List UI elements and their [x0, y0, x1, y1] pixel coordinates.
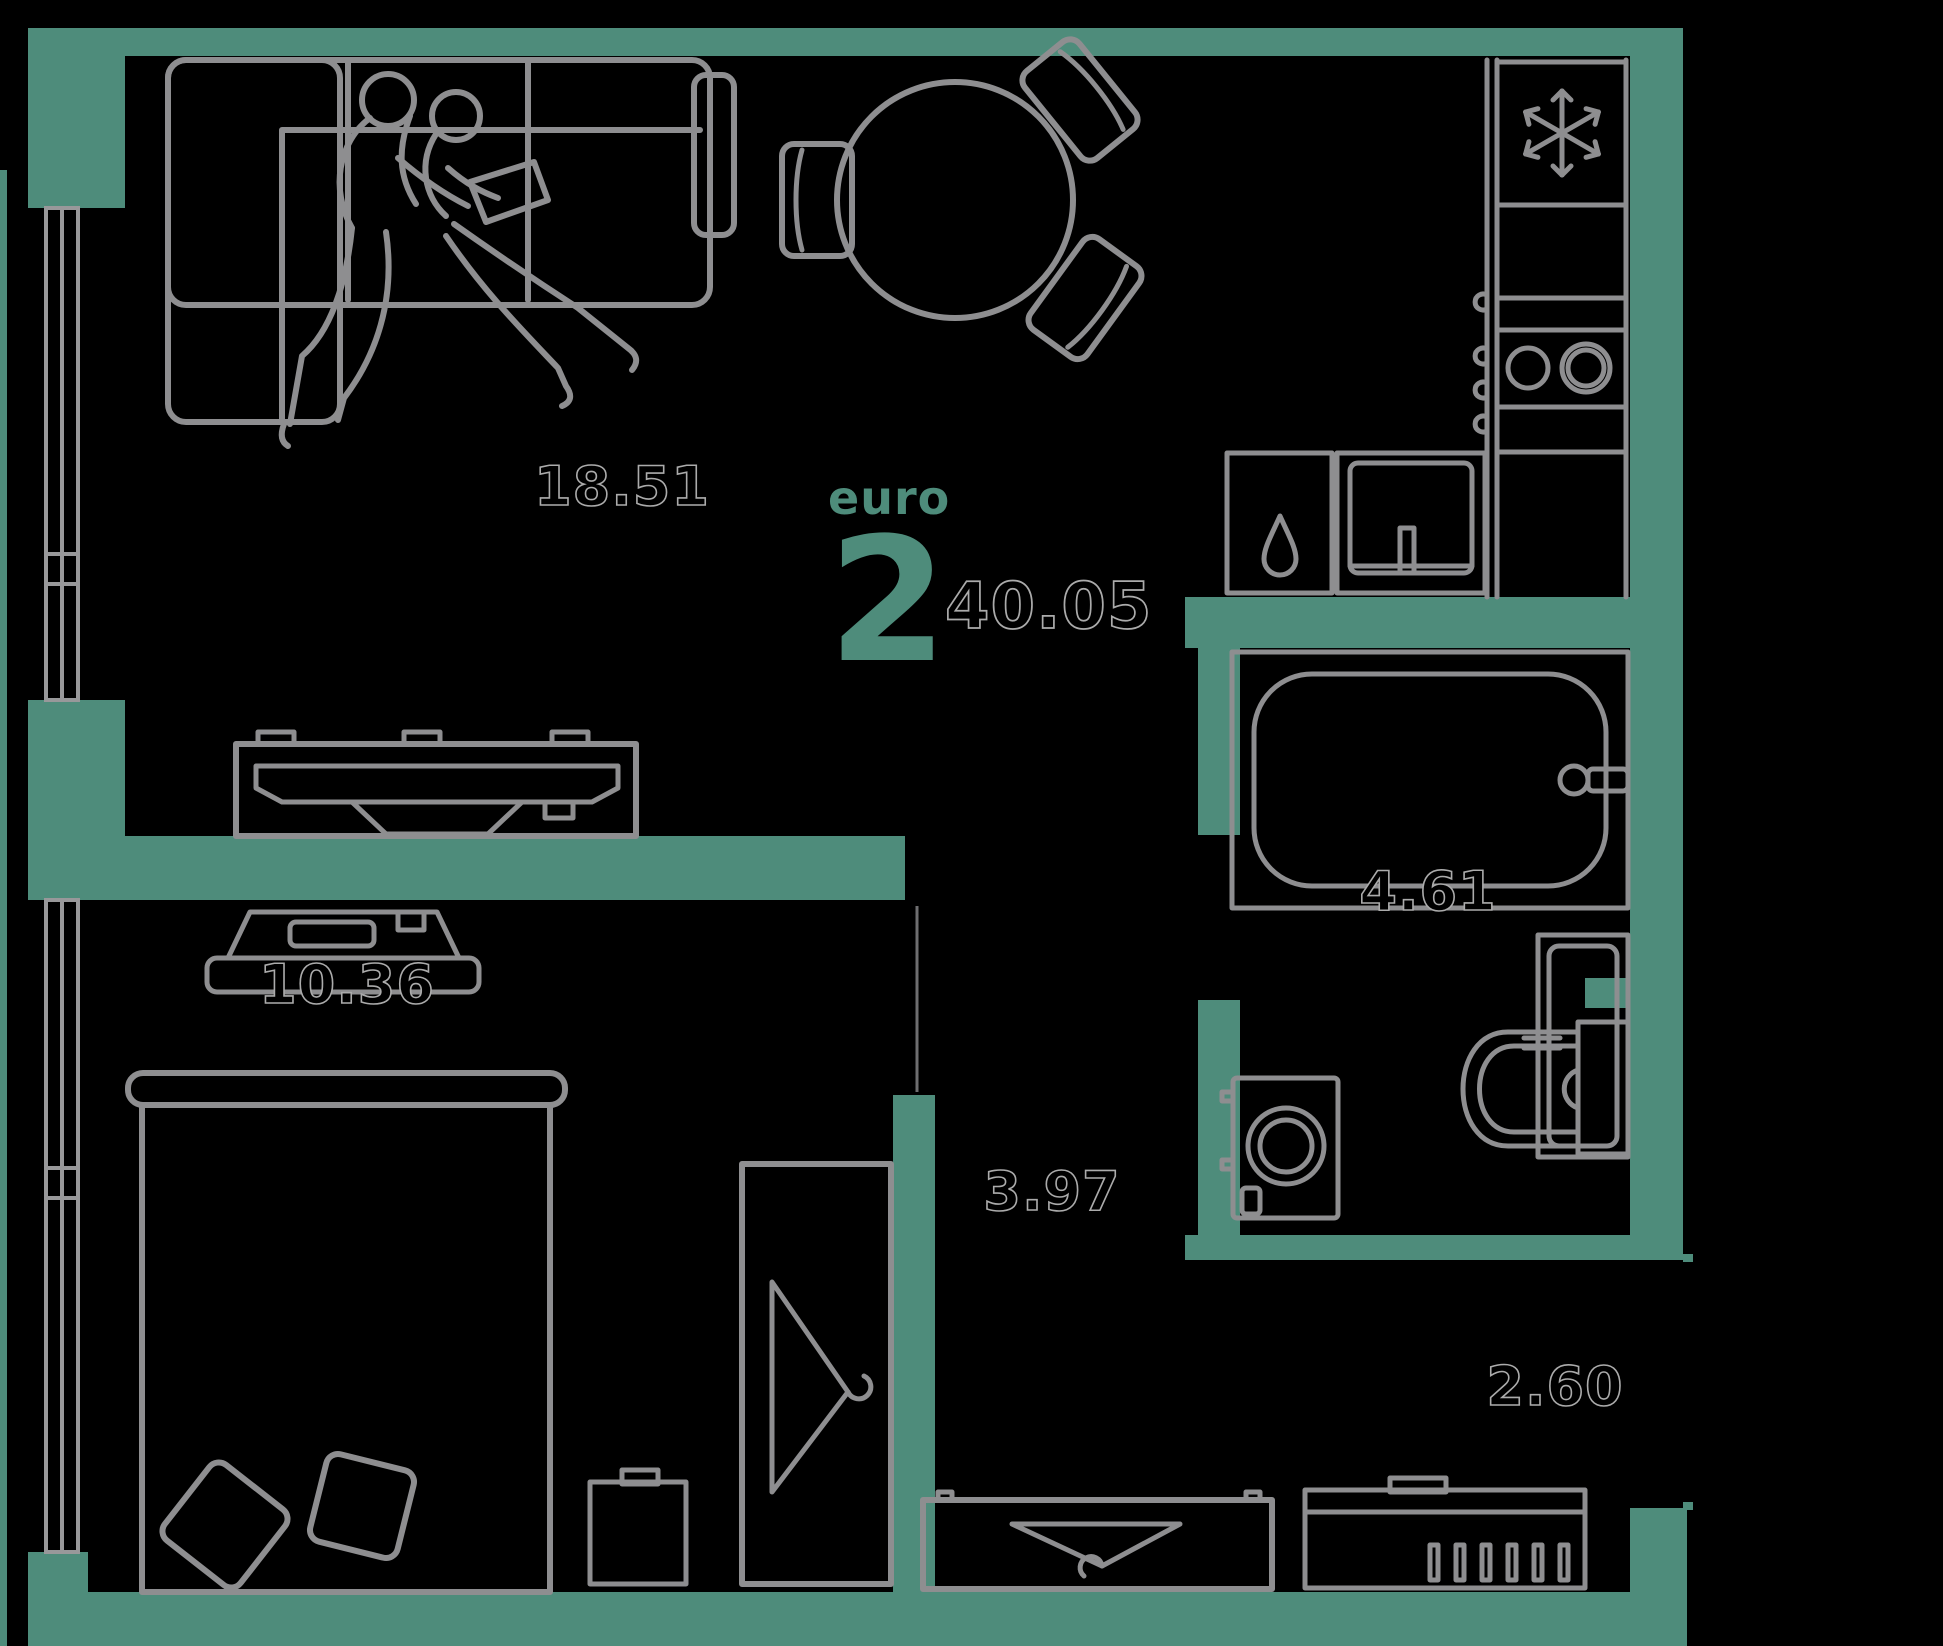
dining-chair-icon: [779, 141, 855, 259]
bathroom-inner-stub-wall: [1585, 978, 1628, 1008]
left-wall-mid-block: [28, 700, 125, 900]
wardrobe-hanger-icon: [739, 1161, 894, 1587]
dining-chair-icon: [1025, 233, 1145, 363]
cabinet-hinge-bumps: [1472, 291, 1490, 435]
shoe-bench-icon: [1302, 1475, 1588, 1591]
kitchen-bathroom-divider-wall: [1185, 597, 1683, 648]
dishwasher-drop-icon: [1261, 513, 1299, 578]
toilet-icon: [1460, 1019, 1631, 1157]
bottom-wall: [28, 1592, 1683, 1646]
bathtub-faucet: [1585, 766, 1631, 794]
bedroom-hall-divider-wall: [893, 1095, 935, 1592]
labels: 18.51 10.36 4.61 3.97 2.60 euro 2 40.05: [258, 454, 1623, 1419]
kitchen: [1224, 57, 1629, 600]
entry-area-label: 2.60: [1486, 1355, 1623, 1418]
bathroom-bottom-wall: [1185, 1235, 1683, 1260]
people-reading-icon: [278, 71, 640, 449]
unit-rooms-count: 2: [828, 500, 948, 701]
pillow-icon: [306, 1450, 418, 1562]
walls: [0, 28, 1693, 1646]
bathtub-faucet: [1557, 763, 1591, 797]
living-room: [165, 36, 1145, 839]
washing-machine-icon: [1219, 1075, 1341, 1221]
bedroom: [125, 906, 919, 1595]
kitchen-sink-icon: [1334, 450, 1488, 596]
bathroom: [1219, 649, 1631, 1221]
left-edge-line: [0, 170, 7, 1646]
window-icon: [44, 898, 80, 1554]
living-bedroom-wall: [62, 836, 905, 900]
bathroom-area-label: 4.61: [1359, 860, 1496, 923]
dining-table-icon: [834, 79, 1076, 321]
tv-console-icon: [233, 729, 639, 839]
dishwasher-cabinet: [1224, 450, 1335, 596]
entrance-opening: [1683, 1254, 1693, 1262]
hallway: [920, 1475, 1588, 1592]
dining-chair-icon: [1019, 36, 1141, 164]
entrance-opening: [1683, 1502, 1693, 1510]
hallway-area-label: 3.97: [983, 1160, 1120, 1223]
wardrobe-hanger-icon: [920, 1489, 1275, 1592]
top-wall: [28, 28, 1683, 56]
bed-icon: [125, 1070, 568, 1595]
stove-burners-icon: [1494, 327, 1629, 410]
bedroom-area-label: 10.36: [259, 953, 435, 1016]
nightstand-icon: [587, 1467, 689, 1587]
bathtub-icon: [1229, 649, 1631, 911]
pillow-icon: [159, 1459, 291, 1591]
fridge: [1494, 59, 1629, 208]
living-room-area-label: 18.51: [534, 455, 710, 518]
bottom-left-corner-wall: [28, 1552, 88, 1646]
freezer-snowflake-icon: [1523, 88, 1601, 178]
tv-console-icon: [204, 909, 482, 995]
entrance-edge-line: [1683, 1510, 1687, 1646]
top-left-corner-wall: [28, 28, 125, 208]
windows: [44, 206, 80, 1554]
window-icon: [44, 206, 80, 702]
unit-type-label: euro: [828, 471, 950, 525]
unit-total-area: 40.05: [945, 570, 1152, 644]
